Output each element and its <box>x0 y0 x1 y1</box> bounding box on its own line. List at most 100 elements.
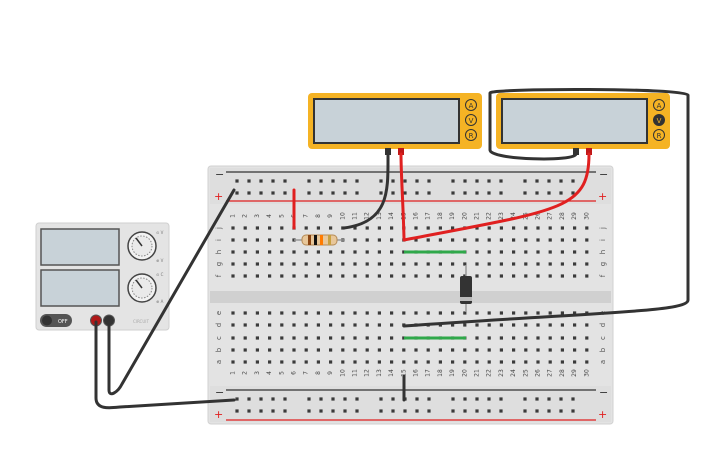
grid-hole[interactable] <box>463 323 467 327</box>
rail-hole[interactable] <box>259 409 263 413</box>
rail-hole[interactable] <box>415 397 419 401</box>
rail-hole[interactable] <box>283 409 287 413</box>
grid-hole[interactable] <box>524 336 528 340</box>
grid-hole[interactable] <box>548 360 552 364</box>
grid-hole[interactable] <box>524 348 528 352</box>
rail-hole[interactable] <box>475 179 479 183</box>
rail-hole[interactable] <box>571 179 575 183</box>
multimeter-1-mode-ohmmeter[interactable]: R <box>465 129 477 141</box>
breadboard[interactable]: − + − + − + − + 123456789101112131415161… <box>207 165 614 425</box>
rail-hole[interactable] <box>271 409 275 413</box>
grid-hole[interactable] <box>377 336 381 340</box>
grid-hole[interactable] <box>573 348 577 352</box>
grid-hole[interactable] <box>475 360 479 364</box>
rail-hole[interactable] <box>571 409 575 413</box>
grid-hole[interactable] <box>402 262 406 266</box>
rail-hole[interactable] <box>247 409 251 413</box>
rail-hole[interactable] <box>259 397 263 401</box>
grid-hole[interactable] <box>353 238 357 242</box>
grid-hole[interactable] <box>524 274 528 278</box>
grid-hole[interactable] <box>426 226 430 230</box>
rail-hole[interactable] <box>463 191 467 195</box>
rail-hole[interactable] <box>571 397 575 401</box>
grid-hole[interactable] <box>255 360 259 364</box>
grid-hole[interactable] <box>475 323 479 327</box>
grid-hole[interactable] <box>329 274 333 278</box>
wire-red-mm2-probe[interactable] <box>402 152 591 242</box>
grid-hole[interactable] <box>451 311 455 315</box>
grid-hole[interactable] <box>341 360 345 364</box>
rail-hole[interactable] <box>475 409 479 413</box>
grid-hole[interactable] <box>304 250 308 254</box>
rail-hole[interactable] <box>523 179 527 183</box>
grid-hole[interactable] <box>548 250 552 254</box>
grid-hole[interactable] <box>560 311 564 315</box>
grid-hole[interactable] <box>512 311 516 315</box>
grid-hole[interactable] <box>365 238 369 242</box>
grid-hole[interactable] <box>499 250 503 254</box>
grid-hole[interactable] <box>329 336 333 340</box>
grid-hole[interactable] <box>316 274 320 278</box>
rail-hole[interactable] <box>535 409 539 413</box>
grid-hole[interactable] <box>268 311 272 315</box>
grid-hole[interactable] <box>438 226 442 230</box>
grid-hole[interactable] <box>426 311 430 315</box>
rail-hole[interactable] <box>319 191 323 195</box>
grid-hole[interactable] <box>365 262 369 266</box>
multimeter-1-mode-voltmeter[interactable]: V <box>465 114 477 126</box>
grid-hole[interactable] <box>487 274 491 278</box>
rail-hole[interactable] <box>235 397 239 401</box>
grid-hole[interactable] <box>536 323 540 327</box>
rail-hole[interactable] <box>391 191 395 195</box>
rail-hole[interactable] <box>403 409 407 413</box>
grid-hole[interactable] <box>573 226 577 230</box>
rail-hole[interactable] <box>415 179 419 183</box>
grid-hole[interactable] <box>353 336 357 340</box>
rail-hole[interactable] <box>487 397 491 401</box>
grid-hole[interactable] <box>377 238 381 242</box>
rail-hole[interactable] <box>319 409 323 413</box>
rail-hole[interactable] <box>307 397 311 401</box>
grid-hole[interactable] <box>487 323 491 327</box>
grid-hole[interactable] <box>390 238 394 242</box>
grid-hole[interactable] <box>243 274 247 278</box>
grid-hole[interactable] <box>573 323 577 327</box>
grid-hole[interactable] <box>243 311 247 315</box>
grid-hole[interactable] <box>390 262 394 266</box>
rail-hole[interactable] <box>487 409 491 413</box>
grid-hole[interactable] <box>231 348 235 352</box>
grid-hole[interactable] <box>329 360 333 364</box>
grid-hole[interactable] <box>573 250 577 254</box>
rail-hole[interactable] <box>559 191 563 195</box>
wire-black-mm2-loop[interactable] <box>402 87 690 328</box>
rail-hole[interactable] <box>391 179 395 183</box>
grid-hole[interactable] <box>268 250 272 254</box>
rail-hole[interactable] <box>355 409 359 413</box>
grid-hole[interactable] <box>292 311 296 315</box>
rail-hole[interactable] <box>235 191 239 195</box>
wire-black-pos-terminal[interactable] <box>94 320 236 410</box>
grid-hole[interactable] <box>243 238 247 242</box>
rail-hole[interactable] <box>427 409 431 413</box>
power-switch[interactable]: OFF <box>40 314 72 327</box>
rail-hole[interactable] <box>283 179 287 183</box>
grid-hole[interactable] <box>487 250 491 254</box>
rail-hole[interactable] <box>463 179 467 183</box>
grid-hole[interactable] <box>280 336 284 340</box>
grid-hole[interactable] <box>280 360 284 364</box>
breadboard-holes[interactable] <box>231 179 589 413</box>
multimeter-2-probe-red[interactable] <box>586 148 592 155</box>
grid-hole[interactable] <box>573 238 577 242</box>
grid-hole[interactable] <box>585 262 589 266</box>
grid-hole[interactable] <box>377 360 381 364</box>
grid-hole[interactable] <box>438 311 442 315</box>
rail-hole[interactable] <box>535 191 539 195</box>
grid-hole[interactable] <box>548 274 552 278</box>
grid-hole[interactable] <box>451 226 455 230</box>
grid-hole[interactable] <box>573 274 577 278</box>
grid-hole[interactable] <box>377 323 381 327</box>
rail-hole[interactable] <box>403 179 407 183</box>
grid-hole[interactable] <box>475 311 479 315</box>
voltage-knob[interactable] <box>127 231 157 261</box>
rail-hole[interactable] <box>271 179 275 183</box>
